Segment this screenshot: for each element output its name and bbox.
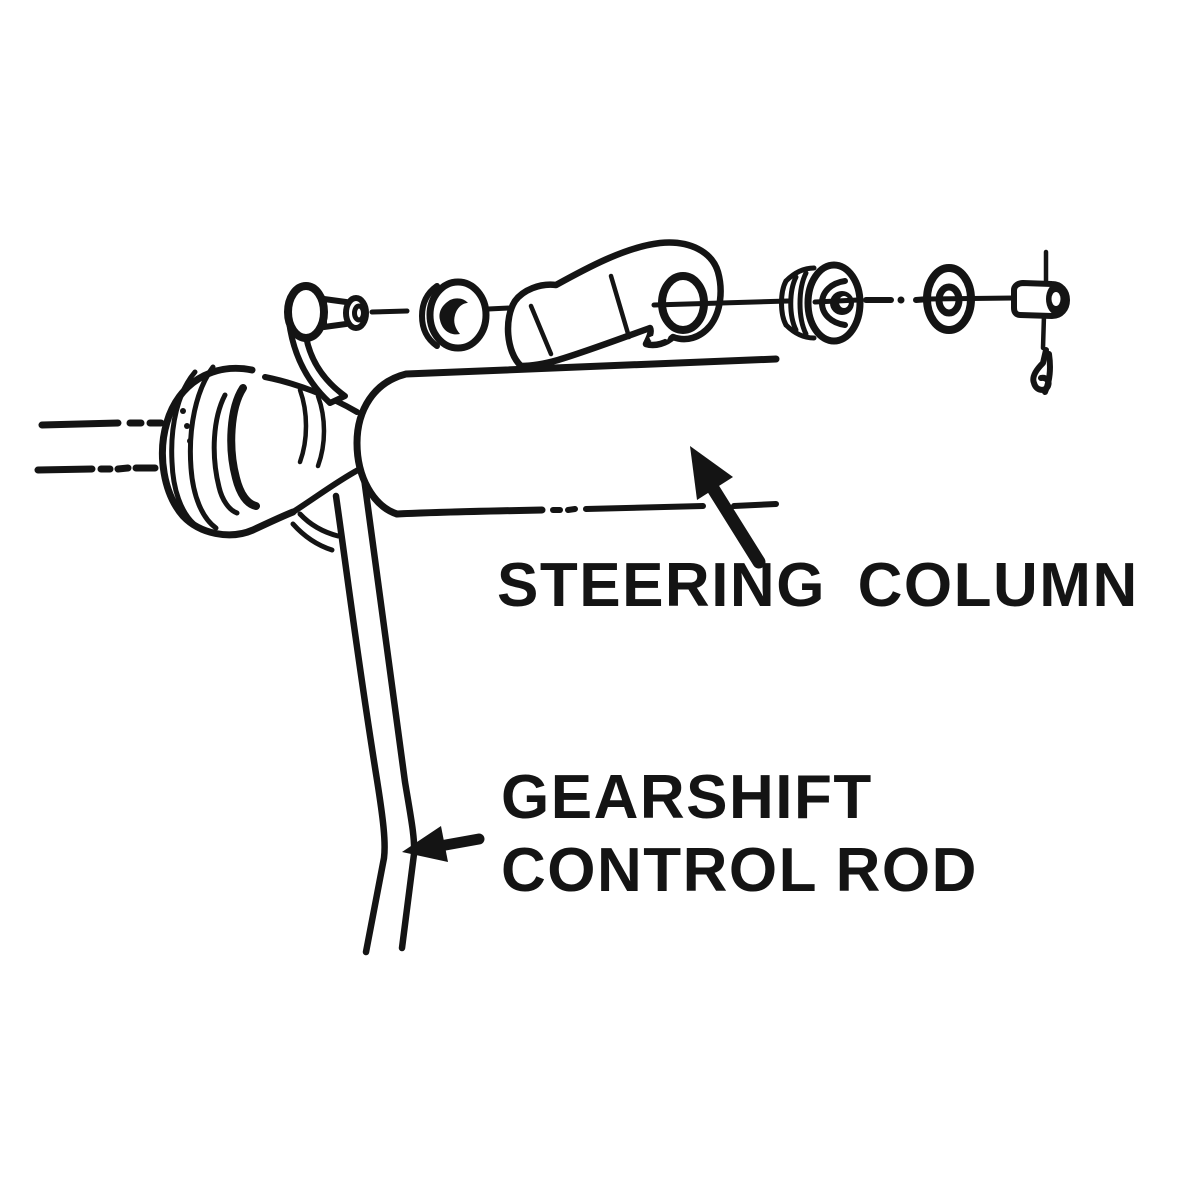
gearshift-label-line2: CONTROL ROD (501, 836, 978, 905)
steering-shaft-dash-lines (34, 419, 165, 474)
cotter-pin (1030, 347, 1053, 395)
gearshift-control-rod-label: GEARSHIFT CONTROL ROD (501, 761, 978, 907)
exploded-axis-line (369, 295, 1017, 315)
shift-lever (504, 239, 724, 370)
gearshift-rod (332, 474, 418, 956)
clevis-pin (1011, 249, 1070, 395)
boot-neck (262, 374, 361, 553)
steering-column-arrow-icon (690, 446, 766, 569)
bushing (419, 278, 490, 352)
gearshift-arrow-icon (402, 826, 485, 862)
steering-column-body (353, 355, 780, 518)
gearshift-label-line1: GEARSHIFT (501, 763, 873, 832)
crank-arm (286, 319, 348, 406)
crank-eye (284, 282, 328, 342)
shaft-boot (159, 364, 297, 539)
steering-column-label: STEERING COLUMN (497, 551, 1139, 620)
pivot-stud (284, 282, 369, 342)
